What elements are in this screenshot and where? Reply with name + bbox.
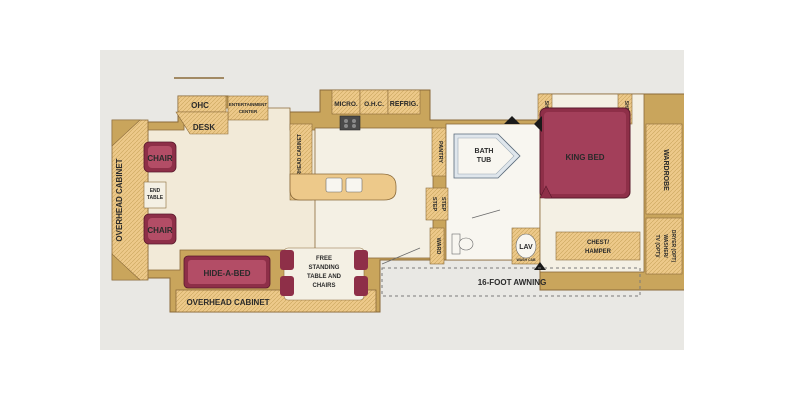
chair-bottom-label: CHAIR	[147, 226, 173, 235]
bath-tub-label-2: TUB	[477, 157, 491, 164]
pantry-label: PANTRY	[437, 141, 443, 163]
overhead-cabinet-kitchen-label: OVERHEAD CABINET	[297, 134, 303, 186]
ohc2-label: O.H.C.	[364, 101, 384, 108]
stove	[339, 115, 361, 131]
bath-door-line	[471, 209, 501, 219]
chair-top-label: CHAIR	[147, 154, 173, 163]
chest-hamper	[555, 231, 641, 261]
king-bed-label: KING BED	[565, 153, 604, 162]
wardrobe-right	[645, 123, 683, 215]
refrig-cabinet	[387, 89, 421, 115]
ward-label: WARD	[435, 238, 441, 255]
awning-label: 16-FOOT AWNING	[478, 278, 547, 287]
tv-washer-dryer-label-3: DRYER (OPT)	[670, 230, 676, 263]
free-standing-label-1: FREE	[316, 256, 332, 262]
tv-washer-dryer-label-2: WASHER/	[662, 234, 668, 258]
wardrobe-right-label: WARDROBE	[662, 149, 669, 191]
entertainment-label-1: ENTERTAINMENT	[229, 102, 267, 107]
table-chair-right-top	[354, 250, 368, 270]
ohc2-cabinet	[359, 89, 389, 115]
table-chair-right-bottom	[354, 276, 368, 296]
micro-label: MICRO.	[334, 101, 358, 108]
tv-washer-dryer	[645, 217, 683, 275]
lav-sub-label: WASH CAB	[516, 258, 536, 262]
end-table-label-2: TABLE	[147, 195, 164, 201]
tv-washer-dryer-label-1: TV (OPT)/	[654, 235, 660, 258]
arrow-bath-entry	[504, 116, 520, 124]
free-standing-table	[283, 247, 365, 301]
hide-a-bed-label: HIDE-A-BED	[203, 269, 250, 278]
lav-sink	[515, 233, 537, 259]
awning-outline	[381, 267, 641, 297]
arrow-awning	[534, 262, 546, 270]
table-chair-left-top	[280, 250, 294, 270]
step-upper-label: STEP	[431, 197, 437, 212]
table-chair-left-bottom	[280, 276, 294, 296]
step-lower-label: STEP	[440, 197, 446, 212]
arrow-bed-foot	[539, 185, 553, 199]
lav-label: LAV	[519, 244, 533, 251]
end-table	[143, 181, 167, 209]
free-standing-label-4: CHAIRS	[312, 283, 335, 289]
micro-cabinet	[331, 89, 361, 115]
free-standing-label-2: STANDING	[309, 265, 340, 271]
bath-tub-label-1: BATH	[475, 148, 494, 155]
overhead-cabinet-left-label: OVERHEAD CABINET	[115, 158, 124, 241]
refrig-label: REFRIG.	[390, 101, 418, 108]
chest-hamper-label-1: CHEST/	[587, 240, 609, 246]
ohc-label: OHC	[191, 101, 209, 110]
desk	[175, 111, 229, 135]
end-table-label-1: END	[150, 188, 161, 194]
ward-box	[429, 227, 445, 265]
step-box	[425, 187, 449, 221]
floorplan-diagram: OVERHEAD CABINET CHAIR END TABLE CHAIR O…	[111, 77, 684, 313]
sink-right	[345, 177, 363, 193]
floorplan-frame: OVERHEAD CABINET CHAIR END TABLE CHAIR O…	[100, 50, 684, 350]
chest-hamper-label-2: HAMPER	[585, 249, 612, 255]
sink-left	[325, 177, 343, 193]
arrow-bed-left	[534, 116, 542, 132]
kitchen-island	[289, 173, 397, 201]
entry-door-swing	[381, 247, 421, 265]
overhead-cabinet-bottom-label: OVERHEAD CABINET	[186, 298, 269, 307]
desk-label: DESK	[193, 123, 215, 132]
toilet-bowl	[458, 237, 474, 251]
entertainment-center	[227, 95, 269, 121]
free-standing-label-3: TABLE AND	[307, 274, 342, 280]
entertainment-label-2: CENTER	[239, 109, 258, 114]
